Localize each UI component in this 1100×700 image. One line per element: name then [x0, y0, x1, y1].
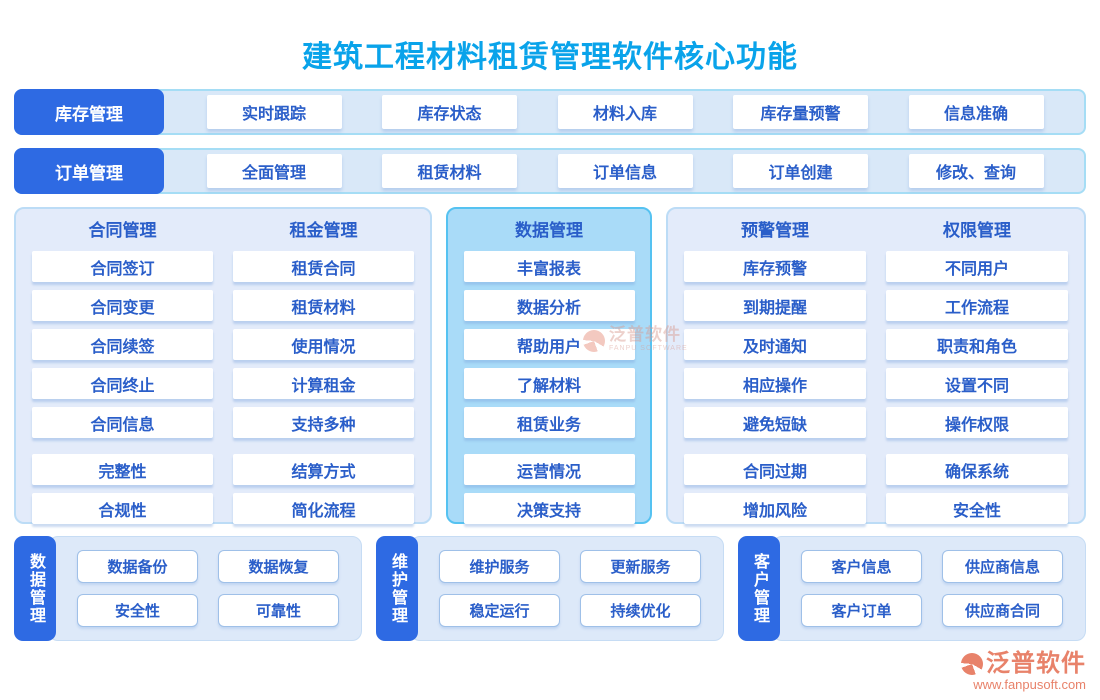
panel-data-management: 数据管理 丰富报表 数据分析 帮助用户 了解材料 租赁业务 运营情况 决策支持 — [446, 207, 652, 524]
item-decision-support[interactable]: 决策支持 — [463, 493, 635, 524]
item-compliance[interactable]: 合规性 — [32, 493, 213, 524]
item-inventory-alert[interactable]: 库存预警 — [684, 251, 866, 282]
item-increased-risk[interactable]: 增加风险 — [684, 493, 866, 524]
chip-modify-query[interactable]: 修改、查询 — [908, 154, 1044, 188]
item-customer-order[interactable]: 客户订单 — [801, 594, 922, 627]
feature-panels: 合同管理 合同签订 合同变更 合同续签 合同终止 合同信息 完整性 合规性 租金… — [14, 207, 1086, 524]
group-customer-management: 客户管理 客户信息 供应商信息 客户订单 供应商合同 — [738, 536, 1086, 641]
item-corresponding-action[interactable]: 相应操作 — [684, 368, 866, 399]
group-data-management: 数据管理 数据备份 数据恢复 安全性 可靠性 — [14, 536, 362, 641]
item-roles-responsibilities[interactable]: 职责和角色 — [886, 329, 1068, 360]
item-contract-change[interactable]: 合同变更 — [32, 290, 213, 321]
item-ensure-system[interactable]: 确保系统 — [886, 454, 1068, 485]
fanpu-logo: 泛普软件 www.fanpusoft.com — [961, 651, 1086, 692]
tab-data-management[interactable]: 数据管理 — [14, 536, 56, 641]
chip-stock-alert[interactable]: 库存量预警 — [733, 95, 868, 129]
fanpu-logo-icon — [961, 652, 983, 675]
tab-order-management[interactable]: 订单管理 — [14, 148, 164, 194]
item-data-backup[interactable]: 数据备份 — [77, 550, 198, 583]
item-data-security[interactable]: 安全性 — [77, 594, 198, 627]
item-rental-material2[interactable]: 租赁材料 — [233, 290, 414, 321]
fanpu-logo-url[interactable]: www.fanpusoft.com — [973, 677, 1086, 693]
column-data-management: 数据管理 丰富报表 数据分析 帮助用户 了解材料 租赁业务 运营情况 决策支持 — [454, 219, 644, 524]
tab-inventory-management[interactable]: 库存管理 — [14, 89, 164, 135]
chip-order-create[interactable]: 订单创建 — [733, 154, 868, 188]
item-rental-business[interactable]: 租赁业务 — [463, 407, 635, 438]
item-customer-info[interactable]: 客户信息 — [801, 550, 922, 583]
page-title: 建筑工程材料租赁管理软件核心功能 — [302, 41, 798, 74]
order-row: 订单管理 全面管理 租赁材料 订单信息 订单创建 修改、查询 — [14, 148, 1086, 194]
item-usage-status[interactable]: 使用情况 — [233, 329, 414, 360]
item-operation-status[interactable]: 运营情况 — [463, 454, 635, 485]
column-header-contract: 合同管理 — [88, 221, 157, 240]
item-rich-reports[interactable]: 丰富报表 — [463, 251, 635, 282]
item-rental-contract[interactable]: 租赁合同 — [233, 251, 414, 282]
group-maintenance-management: 维护管理 维护服务 更新服务 稳定运行 持续优化 — [376, 536, 724, 641]
item-contract-signing[interactable]: 合同签订 — [32, 251, 213, 282]
column-rent-management: 租金管理 租赁合同 租赁材料 使用情况 计算租金 支持多种 结算方式 简化流程 — [223, 219, 424, 524]
column-header-permission: 权限管理 — [943, 221, 1011, 240]
item-multiple-support[interactable]: 支持多种 — [233, 407, 414, 438]
item-maintenance-service[interactable]: 维护服务 — [439, 550, 560, 583]
column-alert-management: 预警管理 库存预警 到期提醒 及时通知 相应操作 避免短缺 合同过期 增加风险 — [674, 219, 876, 524]
item-stable-operation[interactable]: 稳定运行 — [439, 594, 560, 627]
item-avoid-shortage[interactable]: 避免短缺 — [684, 407, 866, 438]
column-header-rent: 租金管理 — [289, 221, 358, 240]
column-contract-management: 合同管理 合同签订 合同变更 合同续签 合同终止 合同信息 完整性 合规性 — [22, 219, 223, 524]
item-supplier-contract[interactable]: 供应商合同 — [942, 594, 1063, 627]
item-operation-permission[interactable]: 操作权限 — [886, 407, 1068, 438]
fanpu-logo-text: 泛普软件 — [986, 650, 1086, 678]
item-reliability[interactable]: 可靠性 — [218, 594, 339, 627]
order-row-items: 全面管理 租赁材料 订单信息 订单创建 修改、查询 — [166, 154, 1084, 188]
item-update-service[interactable]: 更新服务 — [580, 550, 701, 583]
item-help-users[interactable]: 帮助用户 — [463, 329, 635, 360]
item-rent-calculation[interactable]: 计算租金 — [233, 368, 414, 399]
chip-full-management[interactable]: 全面管理 — [206, 154, 342, 188]
tab-maintenance-management[interactable]: 维护管理 — [376, 536, 418, 641]
item-data-recovery[interactable]: 数据恢复 — [218, 550, 339, 583]
item-workflow[interactable]: 工作流程 — [886, 290, 1068, 321]
item-integrity[interactable]: 完整性 — [32, 454, 213, 485]
inventory-row: 库存管理 实时跟踪 库存状态 材料入库 库存量预警 信息准确 — [14, 89, 1086, 135]
item-continuous-optimization[interactable]: 持续优化 — [580, 594, 701, 627]
tab-customer-management[interactable]: 客户管理 — [738, 536, 780, 641]
item-understand-material[interactable]: 了解材料 — [463, 368, 635, 399]
item-contract-termination[interactable]: 合同终止 — [32, 368, 213, 399]
group-data-body: 数据备份 数据恢复 安全性 可靠性 — [48, 536, 362, 641]
item-data-analysis[interactable]: 数据分析 — [463, 290, 635, 321]
chip-material-inbound[interactable]: 材料入库 — [557, 95, 693, 129]
column-permission-management: 权限管理 不同用户 工作流程 职责和角色 设置不同 操作权限 确保系统 安全性 — [876, 219, 1078, 524]
item-simplified-process[interactable]: 简化流程 — [233, 493, 414, 524]
item-security[interactable]: 安全性 — [886, 493, 1068, 524]
item-settlement-method[interactable]: 结算方式 — [233, 454, 414, 485]
item-set-different[interactable]: 设置不同 — [886, 368, 1068, 399]
chip-inventory-status[interactable]: 库存状态 — [382, 95, 517, 129]
inventory-row-items: 实时跟踪 库存状态 材料入库 库存量预警 信息准确 — [166, 95, 1084, 129]
item-contract-info[interactable]: 合同信息 — [32, 407, 213, 438]
bottom-groups: 数据管理 数据备份 数据恢复 安全性 可靠性 维护管理 维护服务 更新服务 稳定… — [14, 536, 1086, 641]
item-contract-expired[interactable]: 合同过期 — [684, 454, 866, 485]
chip-rental-material[interactable]: 租赁材料 — [382, 154, 517, 188]
item-supplier-info[interactable]: 供应商信息 — [942, 550, 1063, 583]
column-header-alert: 预警管理 — [741, 221, 809, 240]
panel-alert-permission: 预警管理 库存预警 到期提醒 及时通知 相应操作 避免短缺 合同过期 增加风险 … — [666, 207, 1086, 524]
chip-accurate-info[interactable]: 信息准确 — [908, 95, 1044, 129]
group-maintenance-body: 维护服务 更新服务 稳定运行 持续优化 — [410, 536, 724, 641]
group-customer-body: 客户信息 供应商信息 客户订单 供应商合同 — [772, 536, 1086, 641]
column-header-data: 数据管理 — [515, 221, 583, 240]
chip-realtime-tracking[interactable]: 实时跟踪 — [206, 95, 342, 129]
item-contract-renewal[interactable]: 合同续签 — [32, 329, 213, 360]
chip-order-info[interactable]: 订单信息 — [557, 154, 693, 188]
panel-contract-rent: 合同管理 合同签订 合同变更 合同续签 合同终止 合同信息 完整性 合规性 租金… — [14, 207, 432, 524]
item-different-users[interactable]: 不同用户 — [886, 251, 1068, 282]
item-timely-notice[interactable]: 及时通知 — [684, 329, 866, 360]
item-expiry-reminder[interactable]: 到期提醒 — [684, 290, 866, 321]
